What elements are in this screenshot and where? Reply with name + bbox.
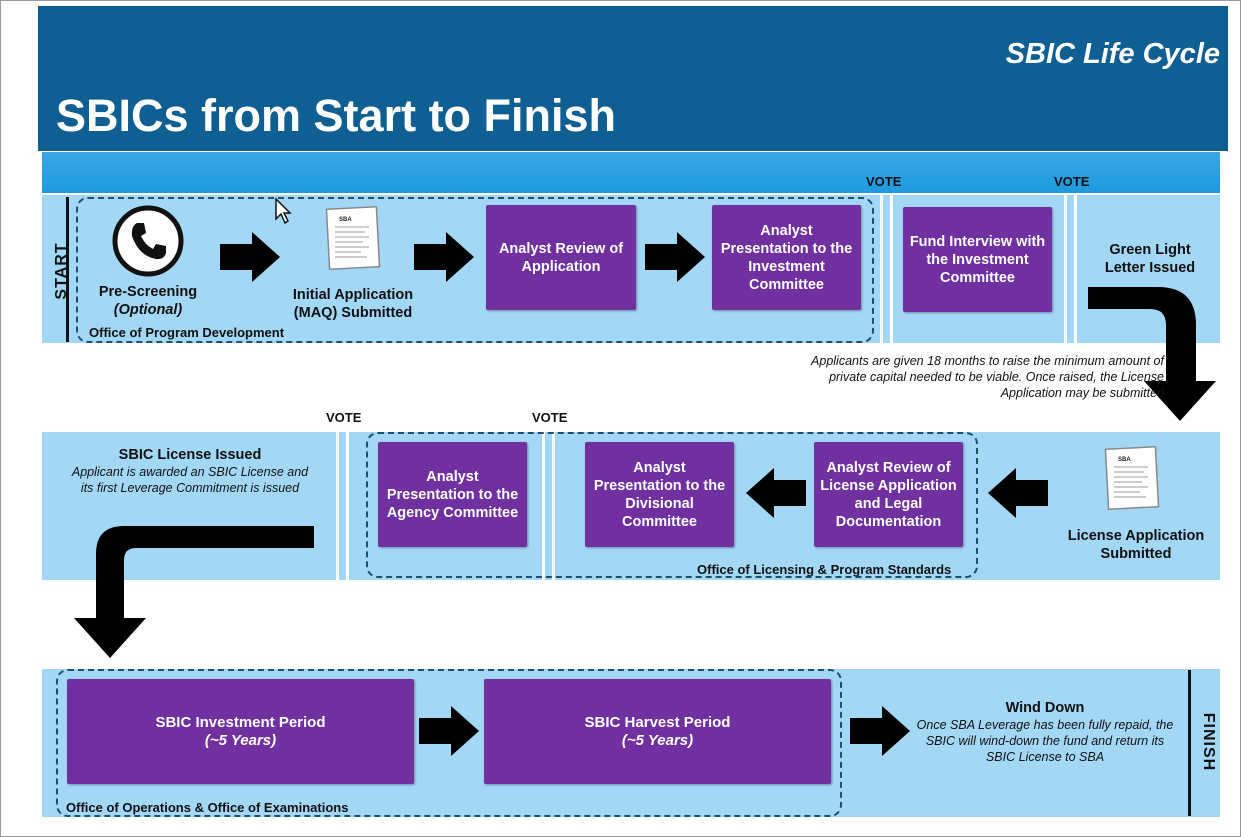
page-title: SBICs from Start to Finish: [56, 90, 617, 141]
vote-divider-3: [336, 432, 349, 580]
header-banner: SBIC Life Cycle SBICs from Start to Fini…: [38, 6, 1228, 151]
arrow-down-icon: [1088, 287, 1216, 421]
license-submitted-label: License Application Submitted: [1058, 527, 1214, 563]
analyst-presentation-agency-box: Analyst Presentation to the Agency Commi…: [378, 442, 527, 547]
arrow-right-icon: [414, 232, 474, 282]
vote-label-2: VOTE: [1054, 174, 1090, 189]
license-submitted-line2: Submitted: [1100, 546, 1172, 562]
start-divider: [66, 197, 69, 342]
row3-dashed-group: [56, 669, 842, 817]
arrow-left-icon: [746, 468, 806, 518]
row1-dashed-group: [76, 197, 874, 343]
prescreen-title: Pre-Screening: [98, 284, 198, 300]
arrow-right-icon: [645, 232, 705, 282]
capital-note: Applicants are given 18 months to raise …: [811, 354, 1164, 400]
document-icon: SBA: [325, 205, 381, 271]
license-issued-note: Applicant is awarded an SBIC License and…: [71, 465, 309, 495]
license-issued-title: SBIC License Issued: [118, 447, 262, 463]
harvest-period-title: SBIC Harvest Period: [584, 713, 731, 731]
vote-label-1: VOTE: [866, 174, 902, 189]
analyst-presentation-investment-box: Analyst Presentation to the Investment C…: [712, 205, 861, 310]
wind-down-note: Once SBA Leverage has been fully repaid,…: [916, 718, 1174, 764]
green-light-label: Green Light Letter Issued: [1104, 242, 1196, 276]
arrow-right-icon: [220, 232, 280, 282]
phone-icon: [112, 205, 184, 277]
investment-period-title: SBIC Investment Period: [155, 713, 326, 731]
analyst-review-application-box: Analyst Review of Application: [486, 205, 636, 310]
row1-office-label: Office of Program Development: [89, 325, 285, 340]
finish-divider: [1188, 670, 1191, 816]
prescreen-label: Pre-Screening (Optional): [82, 283, 214, 319]
investment-period-box: SBIC Investment Period (~5 Years): [67, 679, 414, 784]
analyst-presentation-divisional-box: Analyst Presentation to the Divisional C…: [585, 442, 734, 547]
arrow-left-icon: [988, 468, 1048, 518]
investment-period-sub: (~5 Years): [204, 731, 277, 749]
row2-office-label: Office of Licensing & Program Standards: [697, 562, 952, 577]
vote-label-4: VOTE: [532, 410, 568, 425]
arrow-down-icon: [74, 526, 314, 658]
harvest-period-box: SBIC Harvest Period (~5 Years): [484, 679, 831, 784]
finish-label: FINISH: [1200, 712, 1217, 772]
license-submitted-line1: License Application: [1067, 528, 1205, 544]
svg-text:SBA: SBA: [1118, 457, 1131, 463]
row3-office-label: Office of Operations & Office of Examina…: [66, 800, 349, 815]
initial-application-label: Initial Application (MAQ) Submitted: [278, 286, 428, 322]
arrow-right-icon: [419, 706, 479, 756]
analyst-review-license-box: Analyst Review of License Application an…: [814, 442, 963, 547]
cursor-icon: [275, 197, 292, 225]
initial-application-line2: (MAQ) Submitted: [293, 305, 413, 321]
wind-down-title: Wind Down: [1005, 700, 1085, 716]
arrow-right-icon: [850, 706, 910, 756]
initial-application-line1: Initial Application: [292, 287, 414, 303]
svg-text:SBA: SBA: [339, 217, 352, 223]
row2-dashed-group: [366, 432, 978, 578]
vote-label-3: VOTE: [326, 410, 362, 425]
header-kicker: SBIC Life Cycle: [1005, 38, 1220, 70]
document-icon: SBA: [1104, 445, 1160, 511]
top-accent-bar: [42, 152, 1220, 193]
harvest-period-sub: (~5 Years): [621, 731, 694, 749]
vote-divider-4: [542, 432, 555, 580]
vote-divider-2: [1064, 195, 1077, 343]
vote-divider-1: [880, 195, 893, 343]
prescreen-subtitle: (Optional): [113, 302, 183, 318]
fund-interview-box: Fund Interview with the Investment Commi…: [903, 207, 1052, 312]
